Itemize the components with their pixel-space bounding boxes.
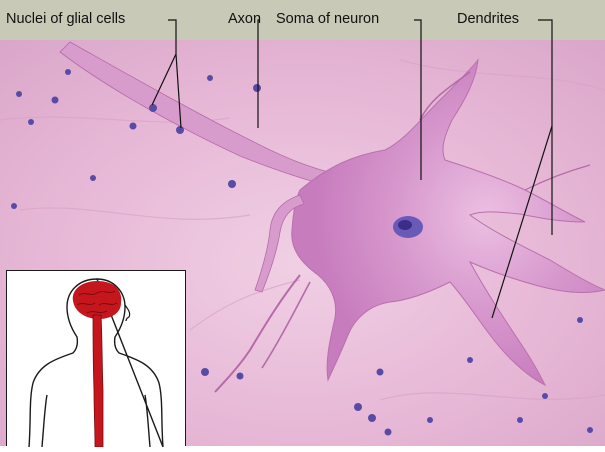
- label-glial-nuclei: Nuclei of glial cells: [6, 11, 125, 27]
- label-soma: Soma of neuron: [276, 11, 379, 27]
- body-inset: [6, 270, 186, 446]
- body-outline-with-brain-and-spinal-cord-icon: [7, 271, 185, 447]
- brain: [73, 281, 121, 319]
- spinal-cord: [93, 315, 103, 447]
- label-axon: Axon: [228, 11, 261, 27]
- label-dendrites: Dendrites: [457, 11, 519, 27]
